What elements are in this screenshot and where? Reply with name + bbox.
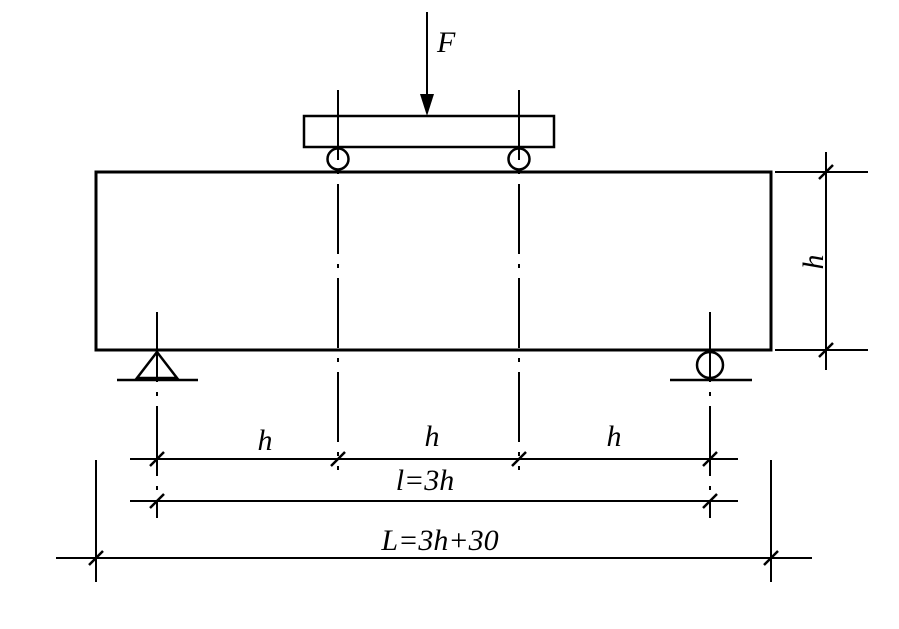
span-dimension (130, 451, 738, 467)
total-length-label: L=3h+30 (380, 524, 498, 557)
force-arrow (420, 12, 434, 116)
force-label: F (436, 26, 456, 59)
support-span-label: l=3h (396, 464, 455, 497)
height-label: h (797, 255, 830, 270)
span-left-label: h (258, 424, 273, 457)
span-right-label: h (607, 420, 622, 453)
roller-support (670, 350, 752, 382)
height-dimension (775, 152, 868, 370)
beam (94, 170, 773, 352)
support-span-dimension (130, 493, 738, 509)
loading-plate (302, 114, 556, 149)
span-middle-label: h (425, 420, 440, 453)
pin-support (117, 349, 198, 382)
total-length-dimension (56, 460, 812, 582)
